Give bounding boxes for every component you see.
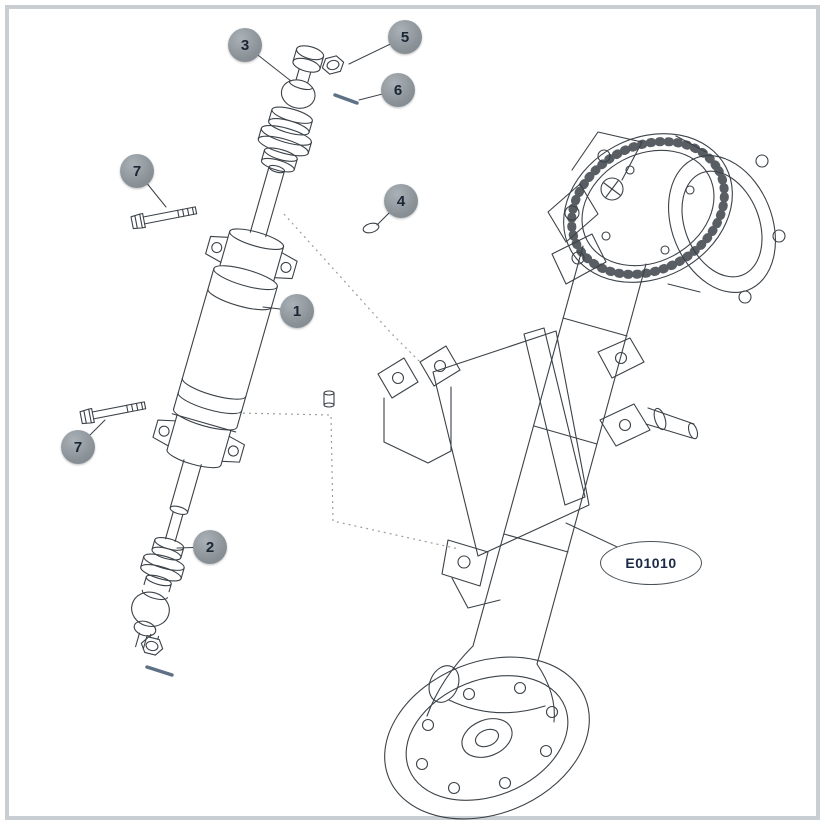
callout-leader-lines	[77, 36, 646, 561]
callout-6[interactable]: 6	[381, 73, 415, 107]
callout-3-label: 3	[240, 36, 250, 54]
callout-7-upper-label: 7	[132, 162, 142, 180]
callout-5-label: 5	[400, 28, 410, 46]
callout-1[interactable]: 1	[280, 294, 314, 328]
callout-7-lower[interactable]: 7	[61, 430, 95, 464]
assembly-reference-lines	[236, 213, 460, 550]
part-code-label[interactable]: E01010	[600, 541, 702, 585]
nut-part-5	[321, 55, 345, 75]
callout-4-label: 4	[396, 192, 406, 210]
castle-nut	[140, 633, 164, 656]
callout-2-label: 2	[205, 538, 215, 556]
callout-1-label: 1	[292, 302, 302, 320]
bolt-part-7-lower	[79, 397, 147, 426]
clip-part-4	[362, 222, 380, 234]
callout-4[interactable]: 4	[384, 184, 418, 218]
cotter-pin-part-6	[333, 93, 359, 105]
callout-7-upper[interactable]: 7	[120, 154, 154, 188]
bolt-part-7-upper	[130, 202, 198, 231]
callout-2[interactable]: 2	[193, 530, 227, 564]
callout-7-lower-label: 7	[73, 438, 83, 456]
callout-5[interactable]: 5	[388, 20, 422, 54]
diagram-frame	[5, 5, 820, 820]
callout-6-label: 6	[393, 81, 403, 99]
callout-3[interactable]: 3	[228, 28, 262, 62]
cotter-pin-lower	[145, 665, 174, 677]
axle-assembly	[377, 131, 786, 820]
steering-damper-assembly	[131, 45, 325, 650]
cotter-pins	[145, 93, 359, 677]
small-spacer	[323, 390, 335, 408]
